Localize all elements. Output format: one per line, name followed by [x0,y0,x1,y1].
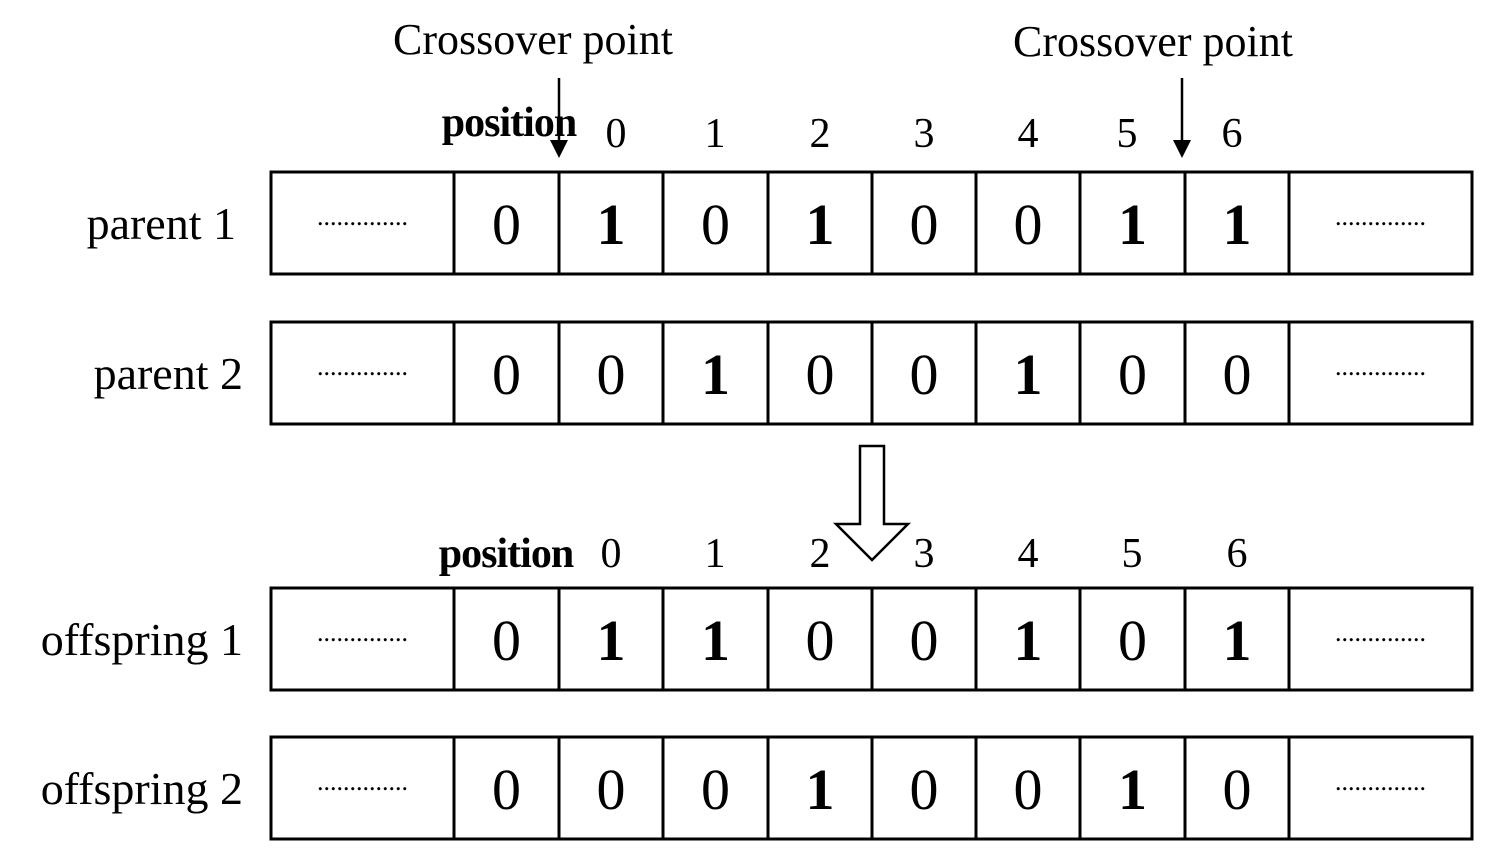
ellipsis-right: .............. [1335,202,1426,231]
bit-cell: 1 [1014,608,1043,673]
position-label: position [442,100,577,146]
ellipsis-left: .............. [317,767,408,796]
position-number: 2 [810,111,831,157]
chromosome-row: offspring 2............................ 0… [41,735,1474,841]
crossover-arrow-right [1173,78,1191,158]
bit-cell: 1 [1223,192,1252,257]
position-number: 4 [1018,111,1039,157]
bit-cell: 0 [806,608,835,673]
bit-cell: 0 [1118,342,1147,407]
position-number: 6 [1227,531,1248,577]
position-label: position [439,531,574,577]
bit-cell: 0 [701,192,730,257]
bit-cell: 1 [1223,608,1252,673]
ellipsis-left: .............. [317,352,408,381]
bit-cell: 0 [597,757,626,822]
bit-cell: 0 [910,342,939,407]
row-label: offspring 1 [41,614,243,665]
bit-cell: 0 [806,342,835,407]
row-label: offspring 2 [41,763,243,814]
position-number: 2 [810,531,831,577]
chromosome-row: parent 1............................ 0 1 0 1… [87,170,1474,276]
position-number: 1 [705,531,726,577]
position-number: 6 [1222,111,1243,157]
bit-cell: 0 [492,192,521,257]
down-arrow-icon [832,444,912,562]
bit-cell: 0 [492,757,521,822]
bit-cell: 1 [1118,192,1147,257]
ellipsis-right: .............. [1335,618,1426,647]
position-number: 3 [914,111,935,157]
crossover-label-right: Crossover point [1013,17,1293,66]
position-header-top: position 0 1 2 3 4 5 6 [442,100,1243,157]
bit-cell: 0 [492,342,521,407]
ellipsis-right: .............. [1335,767,1426,796]
bit-cell: 0 [910,757,939,822]
bit-cell: 1 [806,757,835,822]
position-number: 1 [705,111,726,157]
bit-cell: 0 [1223,342,1252,407]
ellipsis-right: .............. [1335,352,1426,381]
bit-cell: 0 [1223,757,1252,822]
position-number: 0 [606,111,627,157]
bit-cell: 1 [701,342,730,407]
bit-cell: 0 [1014,757,1043,822]
bit-cell: 0 [1118,608,1147,673]
position-number: 5 [1117,111,1138,157]
position-number: 0 [601,531,622,577]
row-label: parent 1 [87,198,236,249]
crossover-label-left: Crossover point [393,15,673,64]
bit-cell: 0 [701,757,730,822]
row-label: parent 2 [94,348,243,399]
bit-cell: 0 [910,608,939,673]
bit-cell: 0 [492,608,521,673]
bit-cell: 0 [1014,192,1043,257]
chromosome-row: offspring 1............................ 0… [41,586,1474,692]
position-number: 4 [1018,531,1039,577]
bit-cell: 1 [597,192,626,257]
bit-cell: 1 [597,608,626,673]
position-number: 5 [1122,531,1143,577]
bit-cell: 0 [910,192,939,257]
bit-cell: 1 [1118,757,1147,822]
position-header-bottom: position 0 1 2 3 4 5 6 [439,531,1248,577]
ellipsis-left: .............. [317,202,408,231]
bit-cell: 1 [1014,342,1043,407]
ellipsis-left: .............. [317,618,408,647]
bit-cell: 0 [597,342,626,407]
chromosome-rows: parent 1............................ 0 1 0 1… [41,170,1474,841]
position-number: 3 [914,531,935,577]
bit-cell: 1 [806,192,835,257]
bit-cell: 1 [701,608,730,673]
chromosome-row: parent 2............................ 0 0 1 0… [94,320,1474,426]
crossover-arrow-left [550,78,568,158]
